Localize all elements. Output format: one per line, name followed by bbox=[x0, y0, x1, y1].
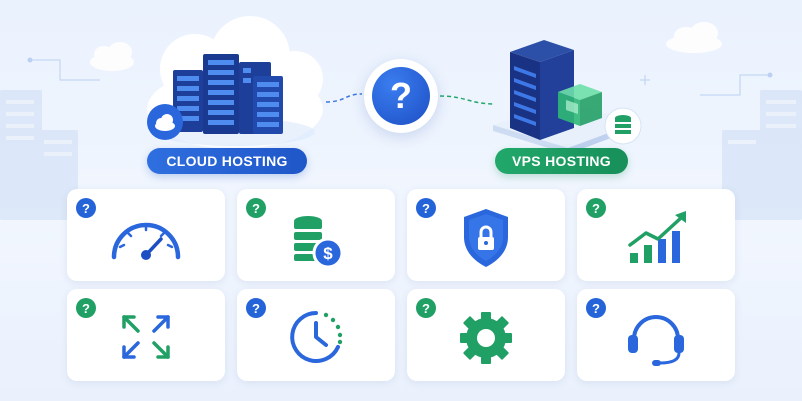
cloud-hosting-illustration bbox=[147, 16, 323, 149]
svg-text:$: $ bbox=[323, 244, 333, 263]
feature-card-configuration[interactable]: ? bbox=[407, 289, 565, 381]
help-badge[interactable]: ? bbox=[416, 198, 436, 218]
expand-arrows-icon bbox=[122, 315, 170, 359]
speedometer-icon bbox=[111, 222, 181, 260]
question-mark-icon: ? bbox=[372, 67, 430, 125]
shield-lock-icon bbox=[464, 209, 508, 267]
help-badge[interactable]: ? bbox=[76, 198, 96, 218]
vps-hosting-illustration bbox=[493, 40, 642, 154]
help-badge[interactable]: ? bbox=[586, 298, 606, 318]
feature-card-security[interactable]: ? bbox=[407, 189, 565, 281]
help-badge[interactable]: ? bbox=[586, 198, 606, 218]
vps-hosting-label: VPS HOSTING bbox=[495, 148, 628, 174]
help-badge[interactable]: ? bbox=[246, 198, 266, 218]
gear-icon bbox=[460, 312, 512, 364]
headset-support-icon bbox=[628, 315, 684, 366]
feature-card-uptime[interactable]: ? bbox=[237, 289, 395, 381]
feature-card-performance[interactable]: ? bbox=[67, 189, 225, 281]
coins-dollar-icon: $ bbox=[294, 216, 344, 269]
comparison-hub: ? bbox=[364, 59, 438, 133]
feature-card-cost[interactable]: ? $ bbox=[237, 189, 395, 281]
growth-chart-icon bbox=[628, 211, 686, 263]
help-badge[interactable]: ? bbox=[76, 298, 96, 318]
help-badge[interactable]: ? bbox=[416, 298, 436, 318]
feature-card-support[interactable]: ? bbox=[577, 289, 735, 381]
cloud-hosting-label: CLOUD HOSTING bbox=[147, 148, 307, 174]
feature-card-flexibility[interactable]: ? bbox=[67, 289, 225, 381]
help-badge[interactable]: ? bbox=[246, 298, 266, 318]
feature-card-scalability[interactable]: ? bbox=[577, 189, 735, 281]
clock-uptime-icon bbox=[290, 311, 343, 363]
